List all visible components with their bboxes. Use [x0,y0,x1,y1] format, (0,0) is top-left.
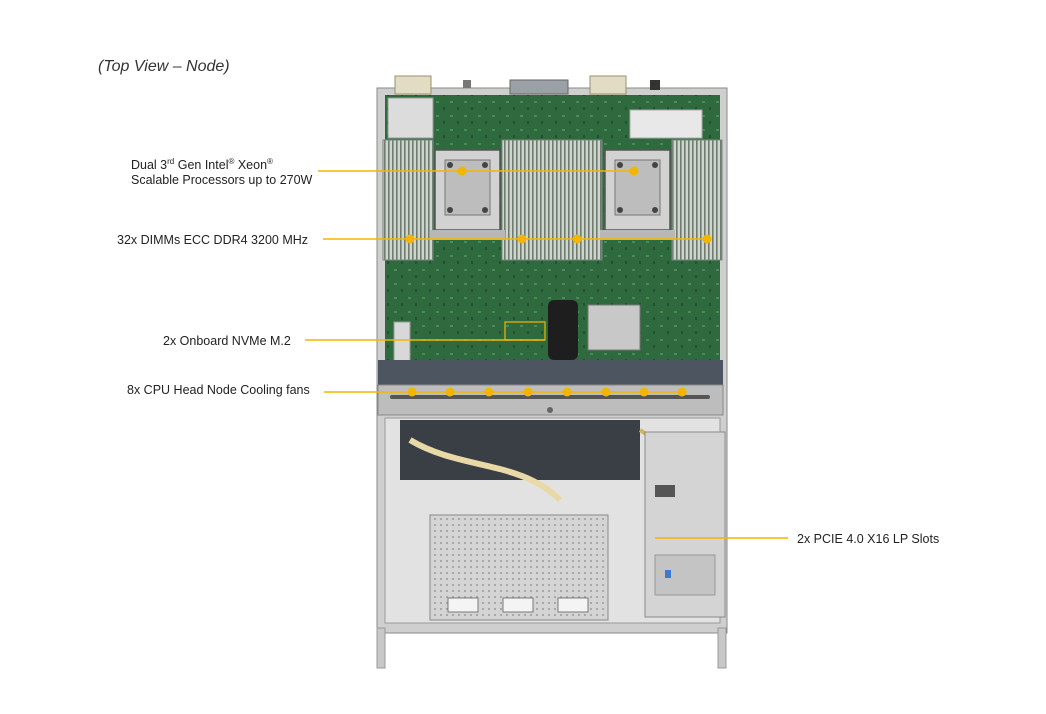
fans-callout-label: 8x CPU Head Node Cooling fans [127,383,310,397]
fan-dot-3 [484,387,494,397]
cpu-callout-label: Dual 3rd Gen Intel® Xeon® Scalable Proce… [131,156,313,187]
dimm-callout-label: 32x DIMMs ECC DDR4 3200 MHz [117,233,309,247]
callout-lines [305,166,788,539]
dimm-dot-4 [702,234,712,244]
rear-io-connectors [394,75,660,95]
dimm-dot-3 [572,234,582,244]
fan-dot-4 [523,387,533,397]
nvme-callout-label: 2x Onboard NVMe M.2 [163,334,291,348]
fan-dot-8 [677,387,687,397]
cpu-dot-1 [457,166,467,176]
dimm-dot-2 [517,234,527,244]
pcie-callout-label: 2x PCIE 4.0 X16 LP Slots [797,532,940,546]
fan-dot-6 [601,387,611,397]
fan-dot-7 [639,387,649,397]
chipset-and-m2 [393,300,641,373]
dimm-dot-1 [405,234,415,244]
cpu-dot-2 [629,166,639,176]
cpu-heatsinks [430,149,675,240]
pcie-riser [644,431,726,618]
fan-dot-5 [562,387,572,397]
fan-dot-1 [407,387,417,397]
fan-dot-2 [445,387,455,397]
fan-row [377,360,724,416]
page-title: (Top View – Node) [98,58,230,75]
